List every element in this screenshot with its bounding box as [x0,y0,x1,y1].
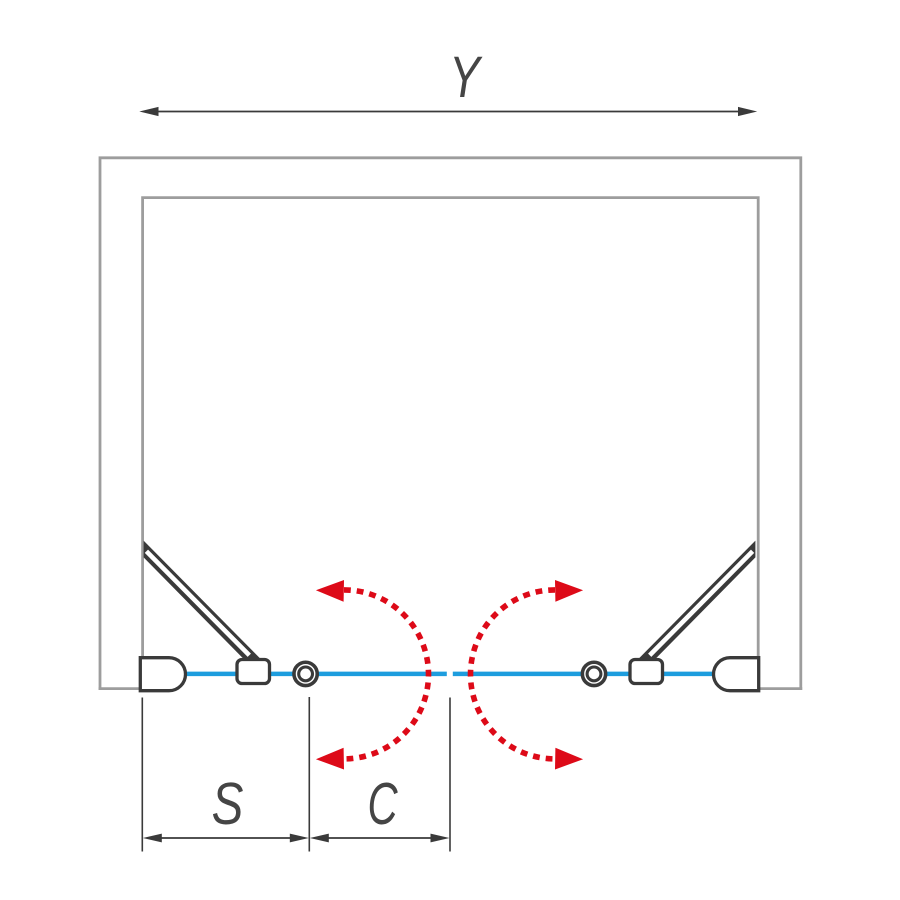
svg-text:C: C [367,771,398,837]
svg-text:S: S [212,771,244,837]
svg-text:Y: Y [449,46,482,110]
